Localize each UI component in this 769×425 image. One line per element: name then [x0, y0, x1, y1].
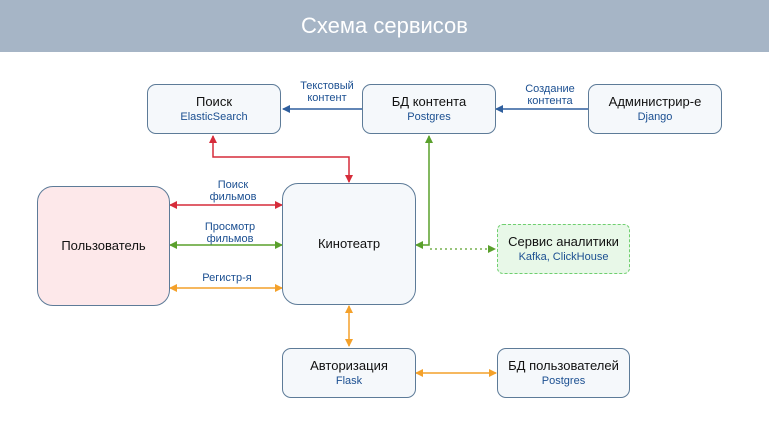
node-auth: Авторизация Flask [282, 348, 416, 398]
node-admin-tech: Django [637, 111, 673, 123]
label-view-films: Просмотр фильмов [204, 221, 256, 245]
node-search-tech: ElasticSearch [180, 111, 248, 123]
label-search-films: Поиск фильмов [209, 179, 257, 203]
node-user-title: Пользователь [61, 238, 146, 253]
page-title: Схема сервисов [301, 13, 468, 38]
node-search-title: Поиск [195, 94, 233, 109]
node-content-db-title: БД контента [391, 94, 467, 109]
node-auth-tech: Flask [335, 375, 363, 387]
node-content-db-tech: Postgres [407, 111, 451, 123]
node-search: Поиск ElasticSearch [147, 84, 281, 134]
node-cinema: Кинотеатр [282, 183, 416, 305]
node-analytics-tech: Kafka, ClickHouse [518, 251, 609, 263]
node-admin: Администрир-е Django [588, 84, 722, 134]
header-bar: Схема сервисов [0, 0, 769, 52]
edge-contentdb-cinema [415, 135, 433, 249]
node-users-db: БД пользователей Postgres [497, 348, 630, 398]
node-auth-title: Авторизация [310, 358, 388, 373]
node-admin-title: Администрир-е [608, 94, 702, 109]
node-content-db: БД контента Postgres [362, 84, 496, 134]
node-analytics-title: Сервис аналитики [508, 234, 619, 249]
node-users-db-title: БД пользователей [508, 358, 619, 373]
edge-search-cinema [209, 135, 353, 183]
label-create-content: Создание контента [525, 83, 575, 107]
node-users-db-tech: Postgres [541, 375, 586, 387]
label-register: Регистр-я [202, 272, 252, 284]
node-cinema-title: Кинотеатр [317, 236, 381, 251]
node-analytics: Сервис аналитики Kafka, ClickHouse [497, 224, 630, 274]
label-text-content: Текстовый контент [300, 80, 354, 104]
node-user: Пользователь [37, 186, 170, 306]
